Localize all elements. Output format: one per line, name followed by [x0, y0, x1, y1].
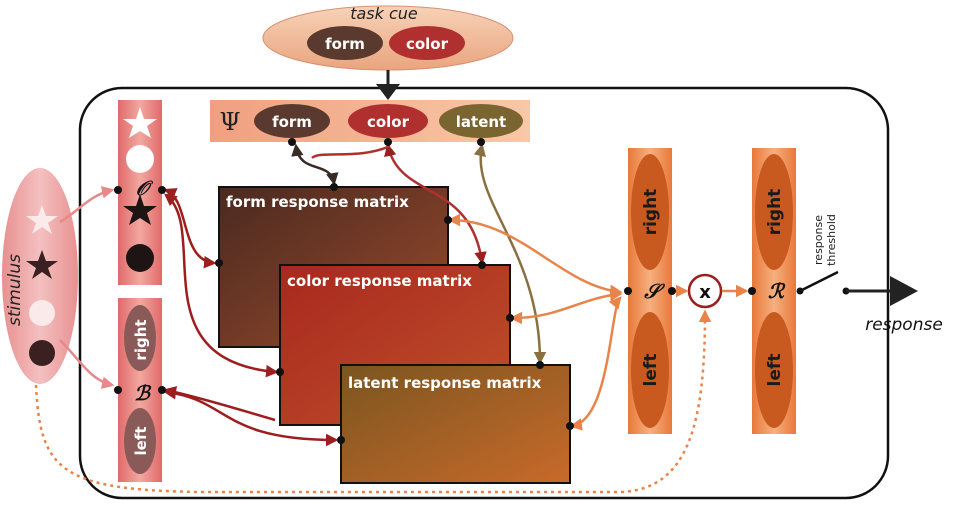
- psi-symbol: Ψ: [219, 108, 240, 136]
- svg-text:threshold: threshold: [825, 214, 838, 266]
- psi-form-label: form: [272, 113, 312, 131]
- stimulus-label: stimulus: [5, 254, 25, 326]
- stimulus-star-dark-icon: [26, 250, 58, 279]
- connection-dots: [114, 138, 756, 444]
- stimulus-circle-white-icon: [29, 300, 55, 326]
- psi-form: [254, 104, 330, 138]
- response-threshold: response threshold: [796, 214, 850, 295]
- button-right-label: right: [132, 319, 150, 360]
- task-cue-color-option: [389, 26, 465, 60]
- svg-text:form response matrix: form response matrix: [226, 193, 409, 211]
- object-star-white-icon: [123, 107, 157, 138]
- psi-latent: [439, 104, 523, 138]
- object-circle-dark-icon: [126, 244, 154, 272]
- task-cue-form-label: form: [325, 35, 365, 53]
- multiply-symbol: x: [699, 282, 711, 303]
- svg-text:color response matrix: color response matrix: [287, 272, 472, 290]
- button-symbol: ℬ: [134, 381, 152, 405]
- connections: [34, 143, 749, 494]
- stimulus-group: stimulus: [2, 168, 78, 384]
- psi-bar: Ψ form color latent: [210, 100, 530, 142]
- task-cue-color-label: color: [406, 35, 449, 53]
- button-column: right ℬ left: [118, 298, 162, 482]
- task-cue-title: task cue: [350, 4, 418, 23]
- stimulus-circle-dark-icon: [29, 340, 55, 366]
- r-left-label: left: [765, 354, 785, 387]
- button-left-label: left: [132, 426, 150, 455]
- object-star-dark-icon: [123, 194, 157, 225]
- object-column: 𝒪: [118, 100, 162, 285]
- object-circle-white-icon: [126, 145, 154, 173]
- task-cue-form-option: [307, 26, 383, 60]
- s-right-label: right: [641, 189, 661, 236]
- svg-text:latent response matrix: latent response matrix: [348, 374, 542, 392]
- svg-text:response: response: [812, 215, 825, 265]
- psi-color-label: color: [367, 113, 410, 131]
- response-output: response: [846, 276, 943, 335]
- response-label: response: [865, 315, 943, 335]
- task-cue: task cue form color: [262, 4, 514, 71]
- r-symbol: ℛ: [768, 279, 786, 303]
- s-column: right 𝒮 left: [628, 148, 672, 434]
- cue-arrow: [376, 84, 400, 100]
- latent-response-matrix: latent response matrix: [340, 364, 571, 484]
- multiply-node: x: [687, 273, 723, 309]
- psi-color: [348, 104, 428, 138]
- response-arrow-icon: [890, 276, 918, 306]
- r-column: right ℛ left: [752, 148, 796, 434]
- s-left-label: left: [641, 354, 661, 387]
- stimulus-star-white-icon: [26, 205, 58, 234]
- r-right-label: right: [765, 189, 785, 236]
- psi-latent-label: latent: [456, 113, 506, 131]
